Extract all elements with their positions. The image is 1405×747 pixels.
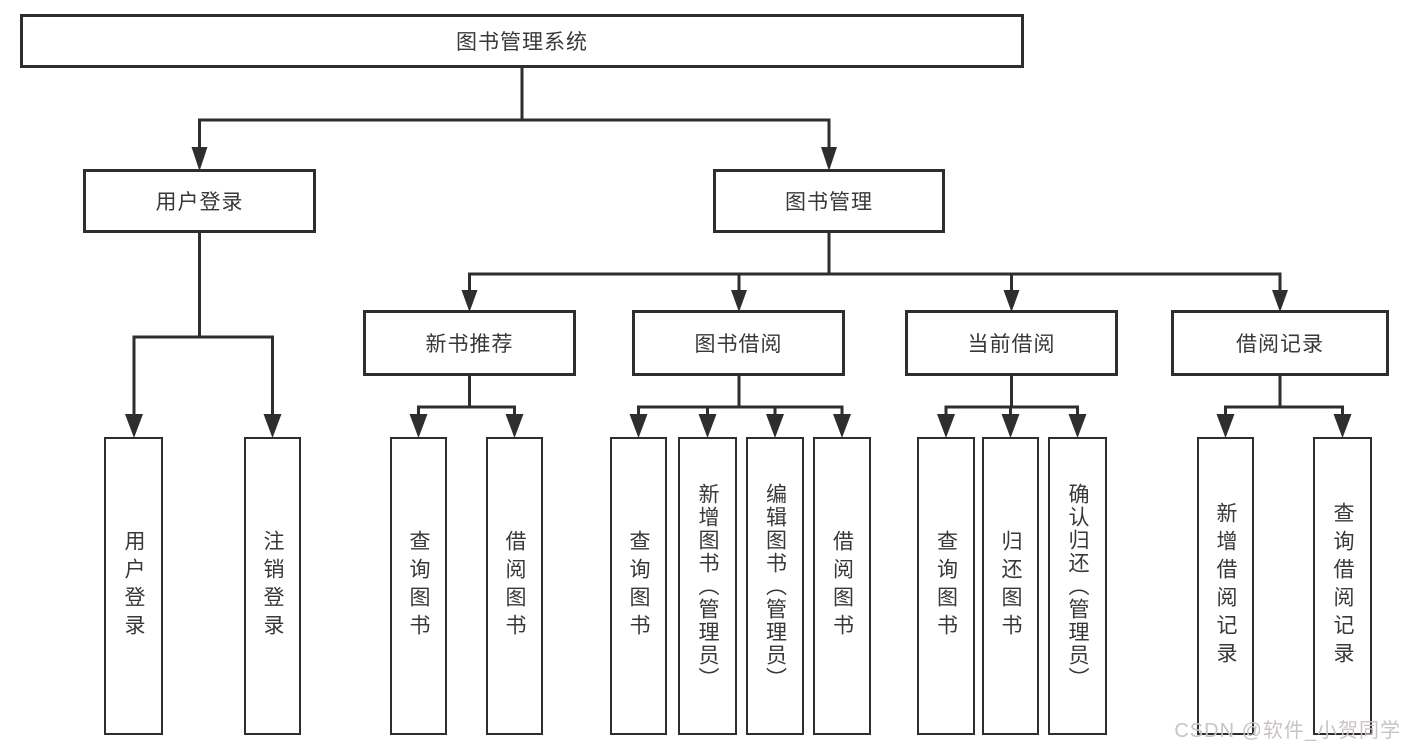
node-nbr-query-book-label: 查询图书 [407,530,430,642]
node-nbr-query-book: 查询图书 [390,437,447,735]
node-current-borrow: 当前借阅 [905,310,1118,376]
node-bb-query-book-label: 查询图书 [627,530,650,642]
node-bb-borrow-book: 借阅图书 [813,437,871,735]
node-nbr-borrow-book: 借阅图书 [486,437,543,735]
node-cb-confirm-return-label: 确认归还（管理员） [1066,482,1089,690]
node-br-query-record: 查询借阅记录 [1313,437,1372,735]
node-bb-add-book-label: 新增图书（管理员） [696,482,719,690]
node-current-borrow-label: 当前借阅 [967,333,1056,356]
node-cb-return-book: 归还图书 [982,437,1039,735]
node-borrow-record-label: 借阅记录 [1236,333,1324,356]
node-bb-edit-book: 编辑图书（管理员） [746,437,804,735]
node-root: 图书管理系统 [20,14,1024,68]
node-nbr-borrow-book-label: 借阅图书 [503,530,526,642]
csdn-watermark: CSDN @软件_小贺同学 [1174,720,1401,742]
node-user-login-leaf: 用户登录 [104,437,163,735]
node-cb-query-book-label: 查询图书 [934,530,958,642]
node-book-management: 图书管理 [713,169,945,233]
node-cb-return-book-label: 归还图书 [999,530,1022,642]
node-new-book-recommend-label: 新书推荐 [425,333,514,356]
node-user-login-leaf-label: 用户登录 [122,530,145,642]
node-br-query-record-label: 查询借阅记录 [1331,502,1354,670]
node-bb-borrow-book-label: 借阅图书 [830,530,854,642]
node-bb-edit-book-label: 编辑图书（管理员） [763,482,787,690]
node-book-management-label: 图书管理 [785,191,873,214]
node-book-borrow-label: 图书借阅 [694,333,783,356]
node-cb-confirm-return: 确认归还（管理员） [1048,437,1107,735]
node-br-add-record-label: 新增借阅记录 [1214,502,1237,670]
node-logout-label: 注销登录 [261,530,284,642]
node-bb-add-book: 新增图书（管理员） [678,437,737,735]
node-user-login: 用户登录 [83,169,316,233]
node-borrow-record: 借阅记录 [1171,310,1389,376]
node-user-login-label: 用户登录 [155,191,244,214]
node-cb-query-book: 查询图书 [917,437,975,735]
node-logout: 注销登录 [244,437,301,735]
node-br-add-record: 新增借阅记录 [1197,437,1254,735]
node-root-label: 图书管理系统 [456,31,588,54]
node-new-book-recommend: 新书推荐 [363,310,576,376]
node-bb-query-book: 查询图书 [610,437,667,735]
node-book-borrow: 图书借阅 [632,310,845,376]
